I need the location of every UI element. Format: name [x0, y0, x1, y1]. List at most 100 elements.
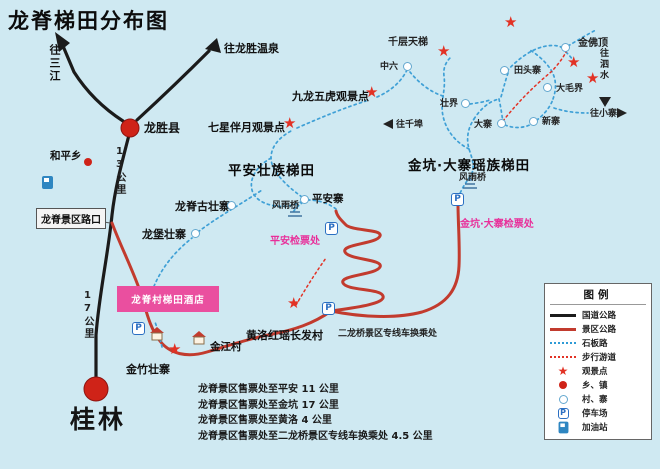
- village-circle-icon: [550, 394, 576, 404]
- direction-hotspring: 往龙胜温泉: [224, 42, 279, 55]
- viewpoint-star-east: ★: [586, 69, 600, 87]
- village-circle-xinzhai: [529, 117, 538, 126]
- village-xinzhai: 新寨: [542, 117, 561, 127]
- town-heping: 和平乡: [50, 150, 82, 162]
- village-damaojie: 大毛界: [556, 84, 584, 94]
- city-longsheng: 龙胜县: [144, 121, 181, 135]
- village-guzhuangzhai: 龙脊古壮寨: [175, 200, 230, 213]
- village-jinzhu: 金竹壮寨: [126, 363, 170, 376]
- parking-icon-jinkeng: P: [451, 193, 464, 206]
- legend-row-national-road: 国道公路: [550, 308, 646, 322]
- viewpoint-star-jiulong: ★: [365, 83, 379, 101]
- direction-sishui: 往泗水: [598, 48, 608, 81]
- town-dot-icon: [550, 381, 576, 389]
- village-circle-jinfoding: [561, 43, 570, 52]
- ticket-office-pingan: 平安检票处: [270, 236, 320, 247]
- village-circle-zhuangjie: [461, 99, 470, 108]
- legend: 图例 国道公路 景区公路 石板路 步行游道 ★ 观景点 乡、镇 村、寨: [544, 283, 652, 440]
- arrow-to-sishui: [599, 97, 611, 107]
- distance-note-huangluo: 龙脊景区售票处至黄洛 4 公里: [198, 415, 332, 426]
- viewpoint-star-icon: ★: [557, 364, 569, 378]
- guilin-city-marker: [83, 376, 109, 402]
- viewpoint-star-huangluo: ★: [287, 294, 301, 312]
- gas-station-icon: [42, 176, 53, 189]
- village-huangluo: 黄洛红瑶长发村: [246, 329, 323, 342]
- transfer-point-label: 二龙桥景区专线车换乘处: [338, 329, 438, 339]
- ticket-office-jinkeng: 金坑·大寨检票处: [460, 219, 534, 230]
- viewpoint-jiulong: 九龙五虎观景点: [292, 90, 369, 103]
- viewpoint-star-qianceng: ★: [437, 42, 451, 60]
- arrow-to-xiaozhai: [617, 108, 627, 118]
- scenic-road-swatch: [550, 327, 576, 331]
- parking-icon: P: [550, 407, 576, 419]
- hotel-banner: 龙脊村梯田酒店: [117, 286, 219, 312]
- legend-row-scenic-road: 景区公路: [550, 322, 646, 336]
- arrow-to-qianbu: [383, 119, 393, 129]
- national-road: [61, 44, 211, 379]
- city-guilin: 桂林: [70, 405, 127, 434]
- parking-icon-erlongqiao: P: [322, 302, 335, 315]
- direction-xiaozhai: 往小寨: [590, 109, 618, 119]
- village-circle-zhongliu: [403, 62, 412, 71]
- stone-paths: [149, 29, 597, 348]
- village-jinjiang: 金江村: [210, 341, 242, 353]
- gas-station-icon: [550, 421, 576, 434]
- village-circle-damaojie: [543, 83, 552, 92]
- viewpoint-star-north: ★: [504, 13, 518, 31]
- village-longbao: 龙堡壮寨: [142, 228, 186, 241]
- arrow-to-hotspring: [205, 38, 221, 53]
- house-icon: [192, 331, 206, 345]
- page-title: 龙脊梯田分布图: [8, 9, 169, 33]
- parking-icon-jinzhu: P: [132, 322, 145, 335]
- bridge-icon: [288, 179, 477, 217]
- village-dazhai: 大寨: [474, 120, 493, 130]
- distance-note-pingan: 龙脊景区售票处至平安 11 公里: [198, 384, 339, 395]
- national-road-swatch: [550, 313, 576, 317]
- longsheng-county-marker: [120, 118, 140, 138]
- viewpoint-qixing: 七星伴月观景点: [208, 121, 285, 134]
- bridge-fengyu-jinkeng: 风雨桥: [459, 173, 487, 183]
- junction-label: 龙脊景区路口: [36, 208, 106, 229]
- legend-row-stone-path: 石板路: [550, 336, 646, 350]
- scenic-road: [110, 202, 461, 357]
- direction-qianbu: 往千埠: [396, 120, 424, 130]
- parking-icon-pingan: P: [325, 222, 338, 235]
- viewpoint-qianceng: 千层天梯: [388, 37, 428, 48]
- village-zhuangjie: 壮界: [440, 99, 459, 109]
- stone-path-swatch: [550, 342, 576, 344]
- viewpoint-star-qixing: ★: [283, 114, 297, 132]
- legend-row-walk-trail: 步行游道: [550, 350, 646, 364]
- direction-sanjiang: 往三江: [48, 44, 61, 83]
- viewpoint-jinfoding: 金佛顶: [578, 38, 608, 49]
- distance-note-jinkeng: 龙脊景区售票处至金坑 17 公里: [198, 399, 339, 411]
- village-circle-tiantouzhai: [500, 66, 509, 75]
- village-pinganzhai: 平安寨: [312, 193, 344, 205]
- walking-trails: [295, 51, 567, 306]
- village-circle-dazhai: [497, 119, 506, 128]
- bridge-fengyu-pingan: 风雨桥: [272, 201, 300, 211]
- walk-trail-swatch: [550, 356, 576, 358]
- area-jinkeng-terrace: 金坑·大寨瑶族梯田: [408, 158, 531, 174]
- legend-row-town: 乡、镇: [550, 378, 646, 392]
- legend-row-parking: P 停车场: [550, 406, 646, 420]
- distance-mark-17km: 17公里: [82, 290, 93, 340]
- legend-row-viewpoint: ★ 观景点: [550, 364, 646, 378]
- viewpoint-star-jinfoding: ★: [567, 53, 581, 71]
- distance-note-erlongqiao: 龙脊景区售票处至二龙桥景区专线车换乘处 4.5 公里: [198, 430, 433, 442]
- village-circle-pinganzhai: [300, 195, 309, 204]
- area-pingan-terrace: 平安壮族梯田: [228, 163, 315, 179]
- distance-mark-13km: 13公里: [114, 146, 125, 196]
- legend-title: 图例: [550, 287, 646, 305]
- village-circle-longbao: [191, 229, 200, 238]
- legend-row-village: 村、寨: [550, 392, 646, 406]
- arrow-to-sanjiang: [55, 32, 70, 52]
- village-zhongliu: 中六: [380, 62, 399, 72]
- heping-town-dot: [84, 158, 92, 166]
- village-tiantouzhai: 田头寨: [514, 66, 542, 76]
- legend-row-gas: 加油站: [550, 420, 646, 434]
- village-circle-guzhuangzhai: [227, 201, 236, 210]
- distance-notes: 龙脊景区售票处至平安 11 公里 龙脊景区售票处至金坑 17 公里 龙脊景区售票…: [198, 382, 433, 444]
- viewpoint-star-jinzhu: ★: [168, 340, 182, 358]
